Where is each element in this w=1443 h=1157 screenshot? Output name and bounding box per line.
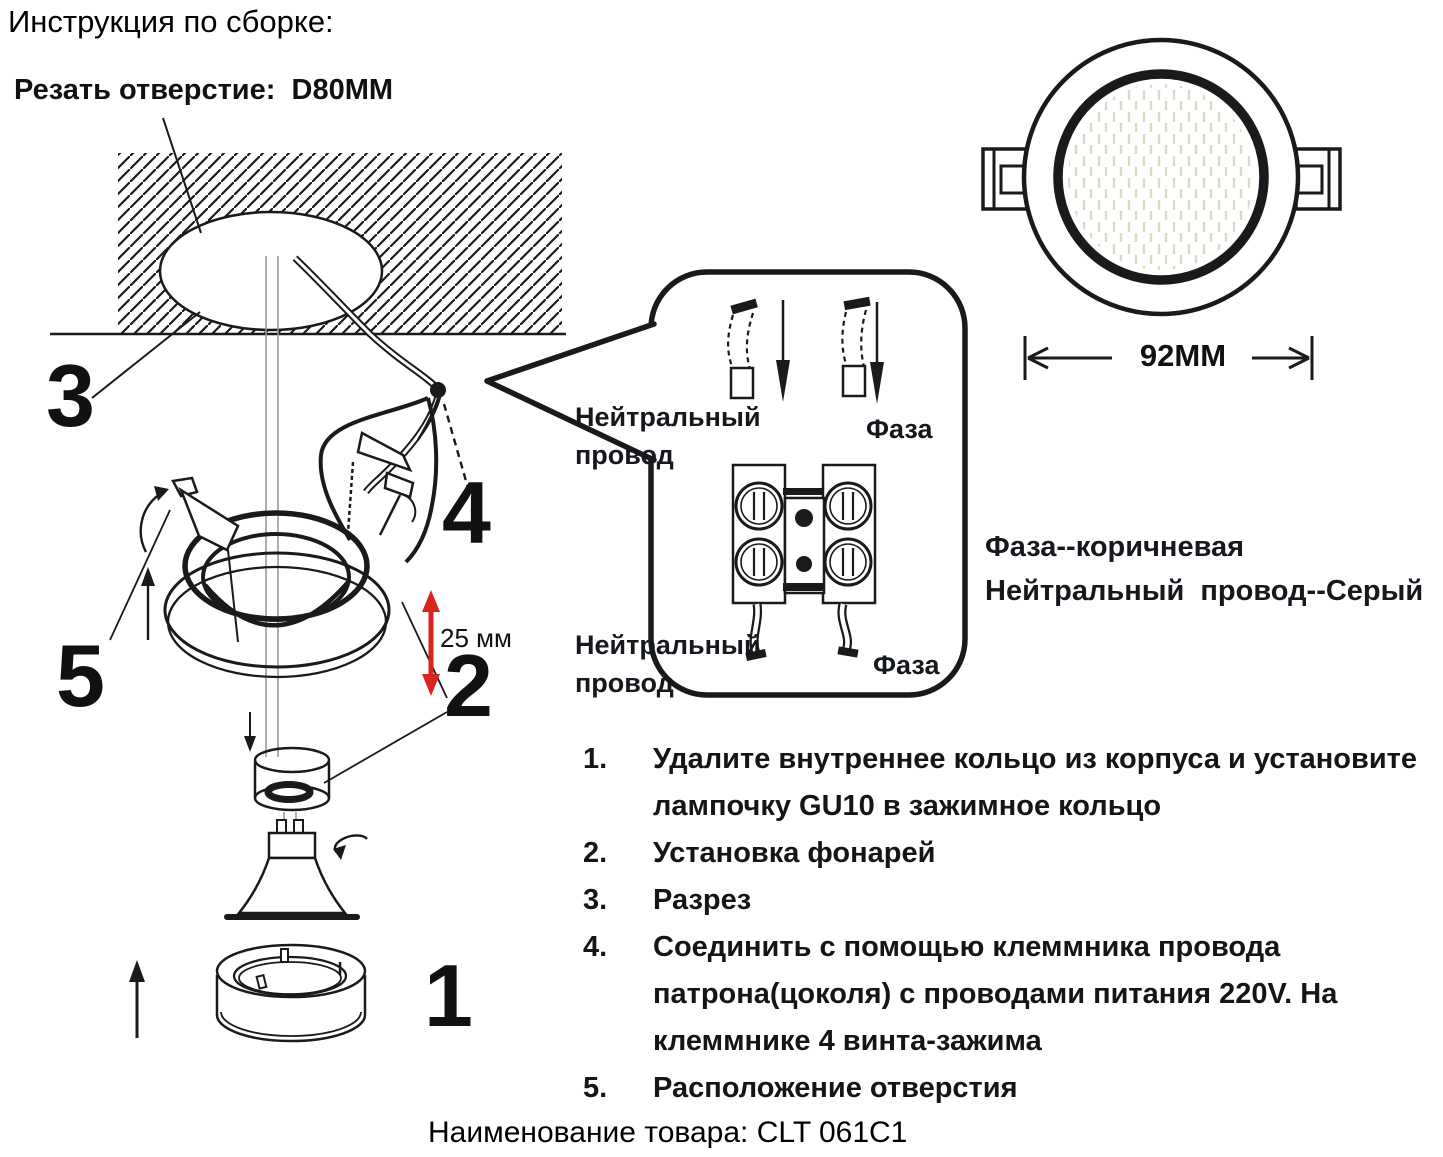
- cut-hole-label: Резать отверстие: D80MM: [14, 74, 394, 106]
- step-number: 3.: [583, 884, 608, 916]
- step-text: Разрез: [653, 884, 752, 916]
- fixture-top-view: [981, 37, 1342, 380]
- neutral-wire-label-bottom: Нейтральный провод: [575, 626, 761, 702]
- part-number-3: 3: [46, 346, 95, 445]
- step-item-5: 5. Расположение отверстия: [583, 1065, 1429, 1112]
- neutral-color-note: Нейтральный провод--Серый: [985, 575, 1424, 607]
- step-item-3: 3. Разрез: [583, 877, 1429, 924]
- product-name: Наименование товара: CLT 061C1: [428, 1116, 908, 1149]
- clamp-ring: [129, 943, 367, 1043]
- step-text: Расположение отверстия: [653, 1072, 1018, 1104]
- step-item-2: 2. Установка фонарей: [583, 830, 1429, 877]
- part-number-4: 4: [442, 463, 491, 562]
- neutral-wire-label-bottom-line1: Нейтральный: [575, 630, 761, 660]
- part-number-2: 2: [444, 636, 493, 735]
- depth-arrow: [422, 590, 440, 696]
- socket-and-bulb: [224, 746, 368, 920]
- step-text: Соединить с помощью клеммника провода па…: [653, 931, 1338, 1057]
- page-title: Инструкция по сборке:: [8, 4, 334, 39]
- step-item-4: 4. Соединить с помощью клеммника провода…: [583, 924, 1429, 1065]
- fixture-body: [109, 396, 448, 784]
- phase-wire-label-bottom: Фаза: [873, 650, 940, 680]
- phase-wire-label-top: Фаза: [866, 414, 933, 444]
- step-number: 4.: [583, 931, 608, 963]
- neutral-wire-label-top: Нейтральный провод: [575, 398, 761, 474]
- step-text: Установка фонарей: [653, 837, 936, 869]
- depth-dimension-label: 25 мм: [440, 623, 512, 653]
- assembly-steps: 1. Удалите внутреннее кольцо из корпуса …: [583, 736, 1429, 1112]
- step-number: 1.: [583, 743, 608, 775]
- step-number: 5.: [583, 1072, 608, 1104]
- phase-color-note: Фаза--коричневая: [985, 531, 1245, 563]
- neutral-wire-label-top-line1: Нейтральный: [575, 402, 761, 432]
- step-text: Удалите внутреннее кольцо из корпуса и у…: [653, 743, 1417, 822]
- part-number-1: 1: [424, 946, 473, 1045]
- step-item-1: 1. Удалите внутреннее кольцо из корпуса …: [583, 736, 1429, 830]
- ceiling-cutaway: [50, 117, 566, 399]
- diameter-dimension-label: 92MM: [1139, 338, 1227, 373]
- neutral-wire-label-top-line2: провод: [575, 440, 674, 470]
- neutral-wire-label-bottom-line2: провод: [575, 668, 674, 698]
- part-number-5: 5: [56, 626, 105, 725]
- step-number: 2.: [583, 837, 608, 869]
- wiring-callout: [484, 269, 968, 698]
- hanging-cables: [265, 256, 297, 828]
